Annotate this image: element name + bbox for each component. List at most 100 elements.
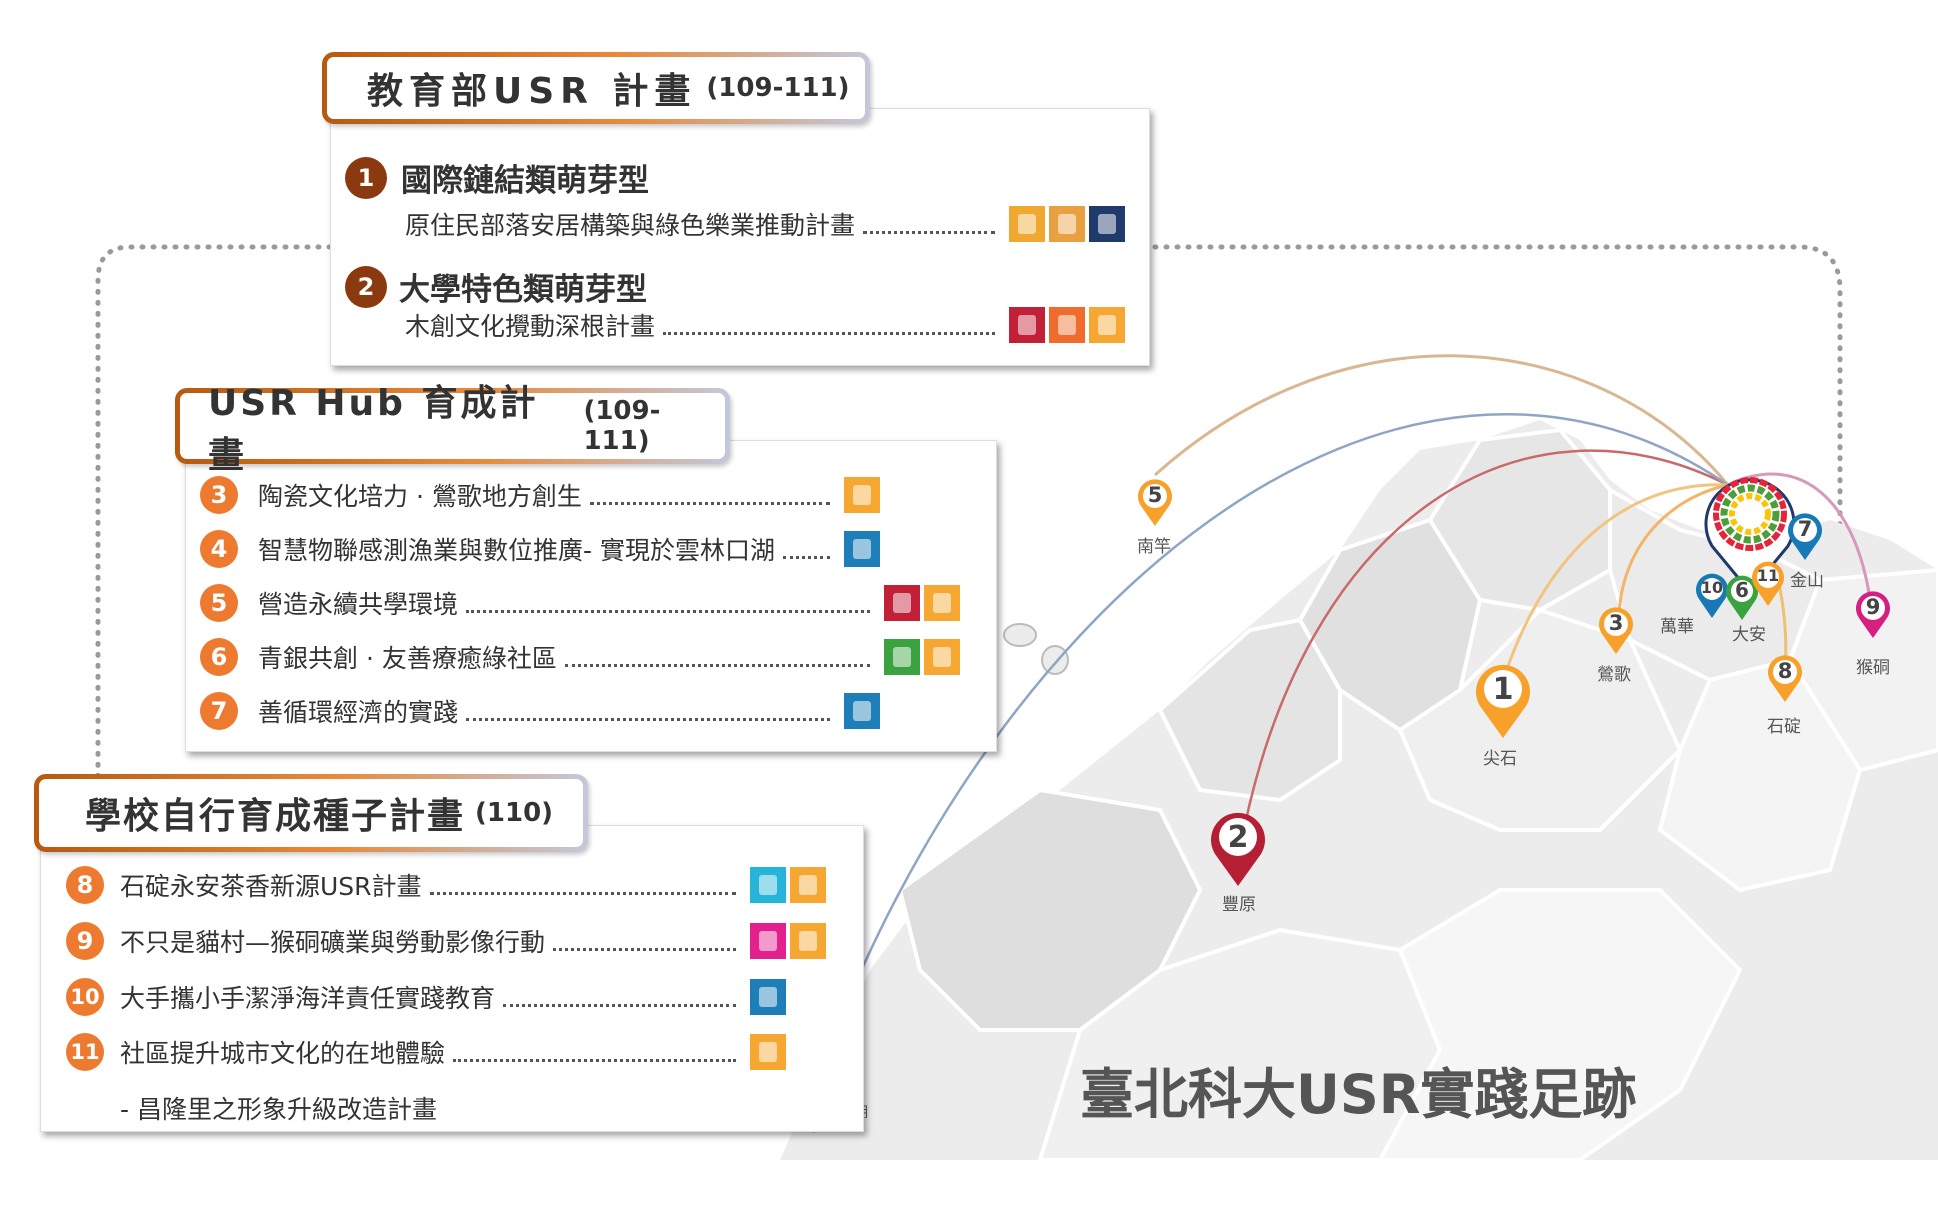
number-badge: 5 <box>200 584 238 622</box>
item-label: 陶瓷文化培力 · 鶯歌地方創生 <box>258 482 582 511</box>
leader-dots <box>466 594 870 613</box>
pin-label-3: 鶯歌 <box>1597 665 1631 685</box>
sub-item-label: - 昌隆里之形象升級改造計畫 <box>120 1095 437 1124</box>
pin-label-5: 南竿 <box>1137 537 1171 557</box>
pin-label-1: 尖石 <box>1483 749 1517 769</box>
sdg-goal-icon <box>1009 206 1045 242</box>
sdg-goal-icon <box>884 585 920 621</box>
map-pin-7[interactable]: 7 <box>1786 512 1824 562</box>
leader-dots <box>429 876 736 895</box>
sdg-goal-icon <box>1009 307 1045 343</box>
pin-label-10: 萬華 <box>1660 617 1694 637</box>
sdg-goal-icon <box>750 1034 786 1070</box>
map-pin-9[interactable]: 9 <box>1854 590 1892 640</box>
leader-dots <box>782 540 830 559</box>
sdg-goal-icon <box>924 639 960 675</box>
list-item[interactable]: 8 石碇永安茶香新源USR計畫 <box>66 866 826 904</box>
sdg-goal-icon <box>924 585 960 621</box>
map-pin-6[interactable]: 6 <box>1724 574 1760 622</box>
list-item[interactable]: 5 營造永續共學環境 <box>200 584 960 622</box>
map-pin-1[interactable]: 1 <box>1472 660 1534 740</box>
item-label: 大手攜小手潔淨海洋責任實踐教育 <box>120 984 496 1013</box>
number-badge: 1 <box>345 156 387 199</box>
sdg-goal-icon <box>750 979 786 1015</box>
sdg-goal-icon <box>884 639 920 675</box>
number-badge: 4 <box>200 530 238 568</box>
leader-dots <box>663 316 995 335</box>
leader-dots <box>466 702 830 721</box>
islet <box>1003 623 1037 647</box>
hub-years: (109-111) <box>583 396 661 456</box>
category-name: 國際鏈結類萌芽型 <box>401 163 649 199</box>
county-d <box>1427 427 1612 613</box>
list-item[interactable]: 3 陶瓷文化培力 · 鶯歌地方創生 <box>200 476 920 514</box>
map-pin-11[interactable]: 11 <box>1750 560 1786 608</box>
sdg-goal-icon <box>790 923 826 959</box>
item-label: 善循環經濟的實踐 <box>258 698 459 727</box>
project-label: 木創文化攪動深根計畫 <box>405 312 656 341</box>
list-item[interactable]: 4 智慧物聯感測漁業與數位推廣- 實現於雲林口湖 <box>200 530 920 568</box>
seed-years: (110) <box>475 798 554 828</box>
seed-header: 學校自行育成種子計畫 (110) <box>34 774 588 852</box>
sdg-goal-icon <box>844 693 880 729</box>
number-badge: 7 <box>200 692 238 730</box>
county-f <box>1787 567 1938 773</box>
item-label: 不只是貓村—猴硐礦業與勞動影像行動 <box>120 928 546 957</box>
map-pin-8[interactable]: 8 <box>1766 654 1804 704</box>
county-j <box>1377 888 1743 1160</box>
item-label: 營造永續共學環境 <box>258 590 459 619</box>
number-badge: 6 <box>200 638 238 676</box>
leader-dots <box>564 648 870 667</box>
leader-dots <box>589 486 830 505</box>
item-label: 石碇永安茶香新源USR計畫 <box>120 872 422 901</box>
item-label: 社區提升城市文化的在地體驗 <box>120 1039 446 1068</box>
sdg-goal-icon <box>790 867 826 903</box>
leader-dots <box>503 988 736 1007</box>
map-pin-5[interactable]: 5 <box>1136 478 1174 528</box>
seed-title: 學校自行育成種子計畫 <box>85 796 466 837</box>
leader-dots <box>863 215 995 234</box>
sdg-goal-icon <box>1049 307 1085 343</box>
list-item[interactable]: 7 善循環經濟的實踐 <box>200 692 920 730</box>
county-b <box>1157 617 1342 803</box>
sdg-goal-icon <box>750 867 786 903</box>
sdg-goal-icon <box>750 923 786 959</box>
list-item[interactable]: 10 大手攜小手潔淨海洋責任實踐教育 <box>66 978 786 1016</box>
number-badge: 3 <box>200 476 238 514</box>
sdg-goal-icon <box>844 477 880 513</box>
item-label: 青銀共創 · 友善療癒綠社區 <box>258 644 557 673</box>
list-item[interactable]: 11 社區提升城市文化的在地體驗 <box>66 1033 786 1071</box>
sdg-goal-icon <box>1049 206 1085 242</box>
project-label: 原住民部落安居構築與綠色樂業推動計畫 <box>405 211 856 240</box>
map-pin-10[interactable]: 10 <box>1694 572 1730 620</box>
pin-label-7: 金山 <box>1790 571 1824 591</box>
list-item[interactable]: 木創文化攪動深根計畫 <box>405 307 1125 343</box>
map-pin-3[interactable]: 3 <box>1597 606 1635 656</box>
sub-item: - 昌隆里之形象升級改造計畫 <box>120 1090 437 1126</box>
list-item[interactable]: 原住民部落安居構築與綠色樂業推動計畫 <box>405 206 1125 242</box>
hub-title: USR Hub 育成計畫 <box>208 383 539 476</box>
list-item[interactable]: 6 青銀共創 · 友善療癒綠社區 <box>200 638 960 676</box>
moe-title: 教育部USR 計畫 <box>367 71 697 112</box>
islet <box>1041 645 1069 675</box>
taiwan-map <box>780 420 1938 1160</box>
number-badge: 10 <box>66 978 104 1016</box>
county-h <box>1657 657 1863 893</box>
moe-category-2: 2 大學特色類萌芽型 <box>345 264 647 309</box>
leader-dots <box>453 1043 736 1062</box>
category-name: 大學特色類萌芽型 <box>399 272 647 308</box>
number-badge: 9 <box>66 922 104 960</box>
map-pin-2[interactable]: 2 <box>1207 808 1269 888</box>
hub-header: USR Hub 育成計畫 (109-111) <box>175 383 730 476</box>
leader-dots <box>553 932 736 951</box>
map-title: 臺北科大USR實踐足跡 <box>1080 1063 1637 1126</box>
moe-years: (109-111) <box>706 73 850 103</box>
pin-label-6: 大安 <box>1732 625 1766 645</box>
number-badge: 8 <box>66 866 104 904</box>
pin-label-8: 石碇 <box>1767 717 1801 737</box>
sdg-goal-icon <box>1089 307 1125 343</box>
seed-panel <box>40 825 864 1132</box>
sdg-goal-icon <box>844 531 880 567</box>
item-label: 智慧物聯感測漁業與數位推廣- 實現於雲林口湖 <box>258 536 775 565</box>
list-item[interactable]: 9 不只是貓村—猴硐礦業與勞動影像行動 <box>66 922 826 960</box>
